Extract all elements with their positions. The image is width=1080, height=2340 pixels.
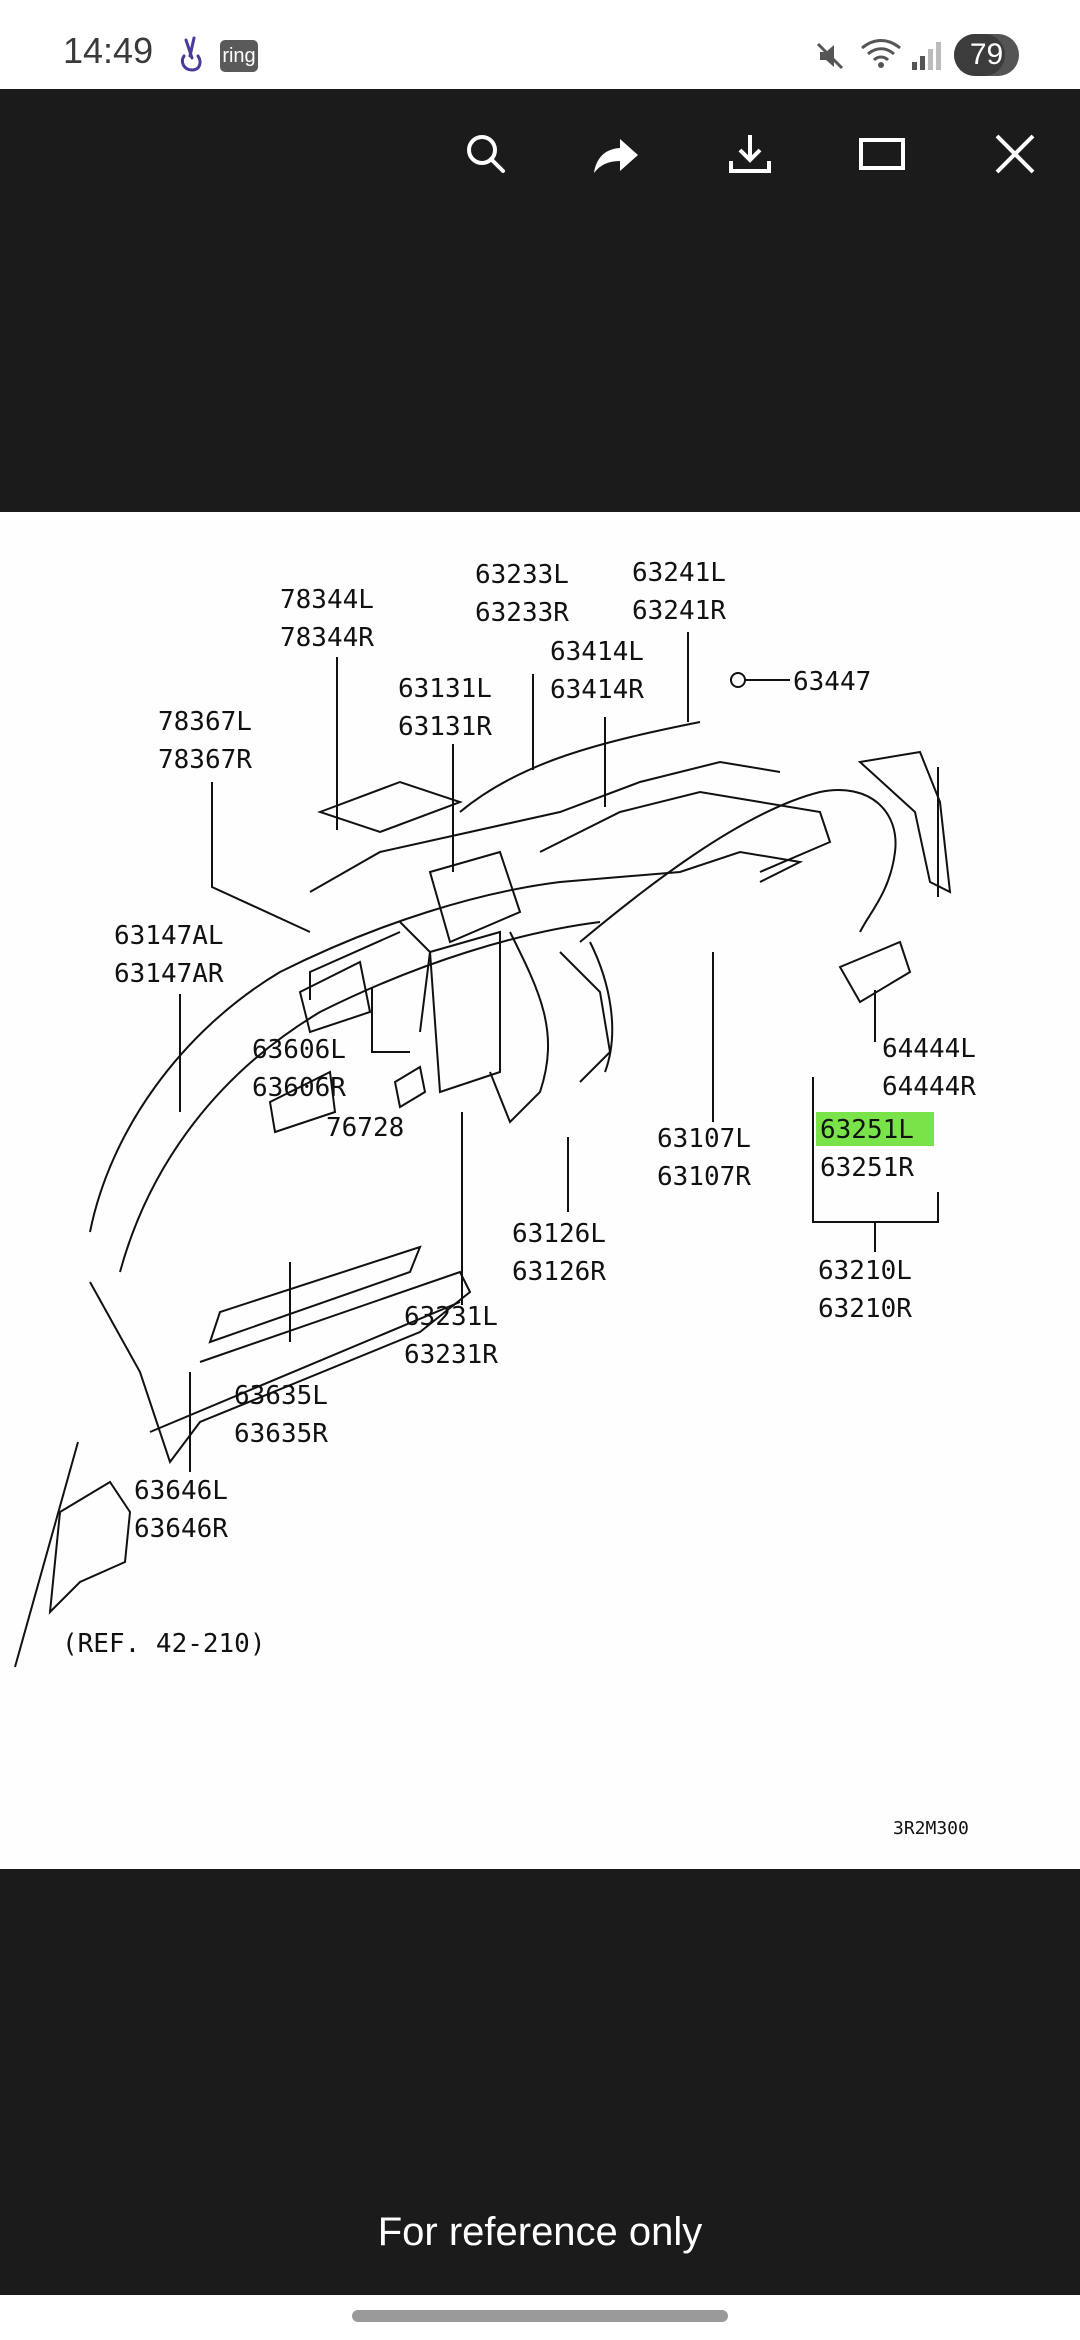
label-63233r: 63233R	[475, 598, 569, 628]
label-63107l: 63107L	[657, 1124, 751, 1154]
label-ref: (REF. 42-210)	[62, 1629, 266, 1659]
search-icon	[467, 135, 505, 173]
image-caption: For reference only	[377, 2210, 703, 2254]
ring-app-icon: ring	[220, 40, 258, 72]
label-63210r: 63210R	[818, 1294, 912, 1324]
ring-label: ring	[222, 45, 256, 67]
label-78367r: 78367R	[158, 745, 252, 775]
label-63606l: 63606L	[252, 1035, 346, 1065]
wifi-icon	[861, 39, 901, 68]
parts-diagram: 78344L 78344R 63233L 63233R 63241L 63241…	[14, 558, 976, 1839]
battery-icon: 79	[954, 34, 1019, 76]
label-63107r: 63107R	[657, 1162, 751, 1192]
label-63241r: 63241R	[632, 596, 726, 626]
label-63414l: 63414L	[550, 637, 644, 667]
label-63126r: 63126R	[512, 1257, 606, 1287]
viewer-toolbar	[0, 89, 1080, 219]
label-63447: 63447	[793, 667, 871, 697]
battery-level: 79	[969, 38, 1004, 71]
label-63126l: 63126L	[512, 1219, 606, 1249]
label-63635r: 63635R	[234, 1419, 328, 1449]
label-63646r: 63646R	[134, 1514, 228, 1544]
label-63646l: 63646L	[134, 1476, 228, 1506]
body-drawing	[48, 721, 952, 1615]
parts-diagram-image[interactable]: 78344L 78344R 63233L 63233R 63241L 63241…	[0, 512, 1080, 1869]
label-63131l: 63131L	[398, 674, 492, 704]
download-icon	[729, 135, 771, 173]
label-63241l: 63241L	[632, 558, 726, 588]
share-icon	[594, 139, 638, 173]
label-63147ar: 63147AR	[114, 959, 224, 989]
leader-lines	[14, 632, 939, 1668]
label-63635l: 63635L	[234, 1381, 328, 1411]
close-icon	[995, 134, 1035, 174]
part-labels: 78344L 78344R 63233L 63233R 63241L 63241…	[62, 558, 976, 1839]
label-63131r: 63131R	[398, 712, 492, 742]
status-time: 14:49	[63, 30, 154, 71]
highlight-63251l	[816, 1112, 934, 1146]
label-78367l: 78367L	[158, 707, 252, 737]
label-64444r: 64444R	[882, 1072, 976, 1102]
fullscreen-icon	[859, 138, 905, 170]
label-63251r: 63251R	[820, 1153, 914, 1183]
label-63233l: 63233L	[475, 560, 569, 590]
label-64444l: 64444L	[882, 1034, 976, 1064]
home-gesture-handle[interactable]	[352, 2310, 728, 2322]
share-button[interactable]	[572, 89, 662, 219]
download-button[interactable]	[705, 89, 795, 219]
label-78344r: 78344R	[280, 623, 374, 653]
close-button[interactable]	[970, 89, 1060, 219]
mute-icon	[816, 42, 844, 70]
label-63147al: 63147AL	[114, 921, 224, 951]
label-diagram-code: 3R2M300	[893, 1818, 969, 1839]
navigation-bar	[0, 2295, 1080, 2340]
signal-icon	[912, 42, 941, 70]
crossed-fingers-icon	[180, 36, 202, 72]
label-63231r: 63231R	[404, 1340, 498, 1370]
battery-fill	[954, 34, 1006, 76]
fullscreen-button[interactable]	[837, 89, 927, 219]
label-63414r: 63414R	[550, 675, 644, 705]
label-78344l: 78344L	[280, 585, 374, 615]
label-63231l: 63231L	[404, 1302, 498, 1332]
label-63251l: 63251L	[820, 1115, 914, 1145]
status-bar: 14:49 ring 79	[0, 0, 1080, 89]
label-63606r: 63606R	[252, 1073, 346, 1103]
label-63210l: 63210L	[818, 1256, 912, 1286]
search-button[interactable]	[441, 89, 531, 219]
label-76728: 76728	[326, 1113, 404, 1143]
